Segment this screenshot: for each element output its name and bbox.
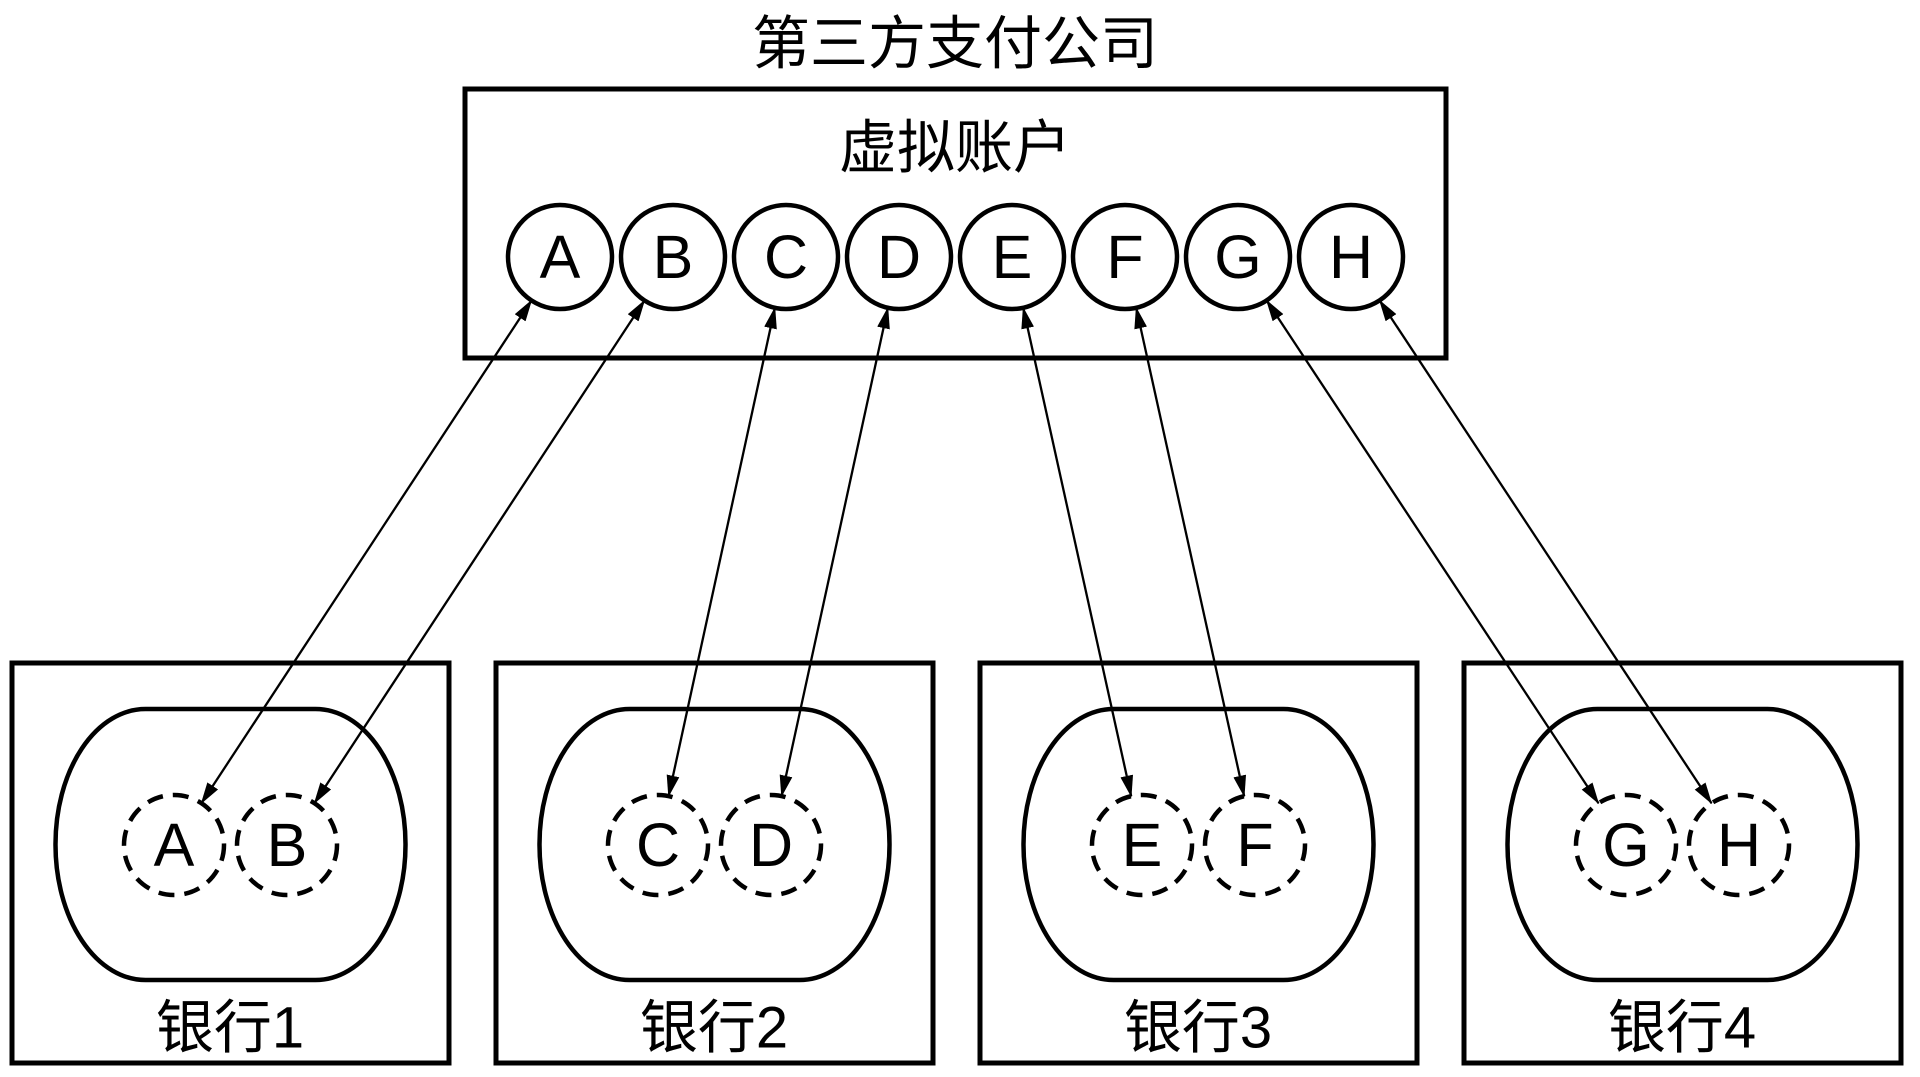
bank4-account-letter-g: G (1602, 811, 1649, 879)
bank2-box: C D 银行2 (493, 660, 936, 1066)
diagram-title: 第三方支付公司 (752, 12, 1158, 77)
virtual-account-letter-b: B (653, 223, 694, 291)
virtual-account-box-label: 虚拟账户 (839, 116, 1071, 181)
bank2-label: 银行2 (640, 996, 788, 1061)
bank1-account-circle-a (121, 792, 227, 898)
bank4-box: G H 银行4 (1461, 660, 1904, 1066)
virtual-account-letter-g: G (1214, 223, 1261, 291)
virtual-account-letter-e: E (992, 223, 1033, 291)
bank3-inner-shape (1021, 706, 1376, 983)
arrow-d-to-bank2 (779, 306, 890, 798)
mapping-arrows (200, 299, 1713, 805)
bank4-account-circle-h (1686, 792, 1792, 898)
bank2-account-circle-c (605, 792, 711, 898)
virtual-account-circle-e (957, 202, 1067, 312)
virtual-account-letter-d: D (877, 223, 921, 291)
arrow-e-to-bank3 (1021, 306, 1134, 798)
bank2-account-letter-d: D (749, 811, 793, 879)
virtual-account-box: 虚拟账户 A B C D E F G H (462, 86, 1449, 361)
bank3-account-letter-f: F (1236, 811, 1273, 879)
virtual-account-letter-f: F (1106, 223, 1143, 291)
virtual-account-letter-c: C (764, 223, 808, 291)
virtual-account-letter-a: A (540, 223, 581, 291)
bank4-label: 银行4 (1608, 996, 1756, 1061)
arrow-h-to-bank4 (1378, 299, 1713, 805)
bank1-box: A B 银行1 (9, 660, 452, 1066)
virtual-account-circle-d (844, 202, 954, 312)
arrow-f-to-bank3 (1134, 306, 1247, 798)
bank2-inner-shape (537, 706, 892, 983)
bank2-account-letter-c: C (636, 811, 680, 879)
bank3-account-circle-f (1202, 792, 1308, 898)
bank1-inner-shape (53, 706, 408, 983)
bank4-inner-shape (1505, 706, 1860, 983)
virtual-account-circles: A B C D E F G H (505, 202, 1406, 312)
virtual-account-letter-h: H (1329, 223, 1373, 291)
bank4-account-letter-h: H (1717, 811, 1761, 879)
arrow-b-to-bank1 (313, 299, 646, 805)
bank3-account-letter-e: E (1122, 811, 1163, 879)
bank1-label: 银行1 (156, 996, 304, 1061)
bank1-account-letter-a: A (154, 811, 195, 879)
bank1-account-letter-b: B (267, 811, 308, 879)
arrow-c-to-bank2 (666, 306, 777, 798)
bank3-box: E F 银行3 (977, 660, 1420, 1066)
bank3-label: 银行3 (1124, 996, 1272, 1061)
